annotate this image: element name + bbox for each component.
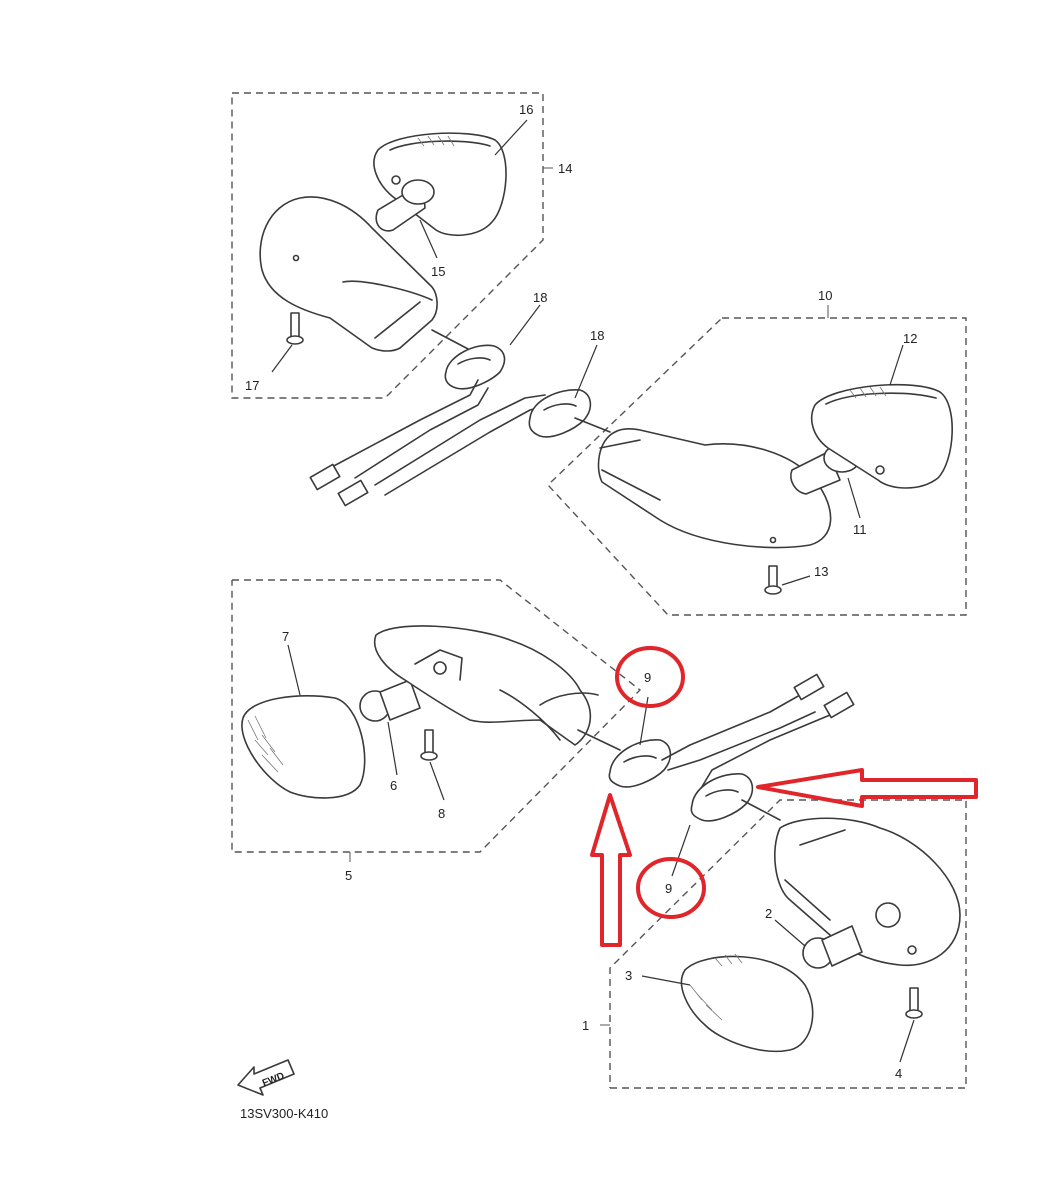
lens-7 [241, 695, 366, 799]
callout-2: 2 [765, 906, 772, 921]
callout-7: 7 [282, 629, 289, 644]
callout-1: 1 [582, 1018, 589, 1033]
callout-18b: 18 [590, 328, 604, 343]
lens-3 [680, 955, 814, 1052]
grommet-9a-group [577, 673, 855, 791]
highlight-circle-9a [615, 646, 685, 708]
assembly-5: 5 7 6 8 [231, 579, 642, 883]
flasher-housing-1 [774, 817, 961, 967]
flasher-housing-10 [597, 427, 832, 549]
connector-mid-2 [823, 691, 855, 719]
callout-15: 15 [431, 264, 445, 279]
highlight-arrow-left [756, 768, 978, 808]
assembly-1-boundary [609, 799, 967, 1089]
callout-10: 10 [818, 288, 832, 303]
callout-14: 14 [558, 161, 572, 176]
assembly-10-boundary [547, 317, 967, 616]
callout-8: 8 [438, 806, 445, 821]
callout-18a: 18 [533, 290, 547, 305]
wire-harness-top [309, 379, 549, 507]
highlight-circle-9b [636, 857, 706, 919]
callout-3: 3 [625, 968, 632, 983]
highlight-marks: 9 9 [590, 646, 978, 947]
callout-16: 16 [519, 102, 533, 117]
callout-12: 12 [903, 331, 917, 346]
screw-13 [768, 565, 778, 589]
callout-9b: 9 [665, 881, 672, 896]
callout-17: 17 [245, 378, 259, 393]
grommet-9a [608, 739, 672, 788]
assembly-14-boundary [231, 92, 544, 399]
flasher-housing-14 [259, 196, 438, 352]
assembly-10: 10 18 12 11 13 [528, 288, 967, 616]
lens-16 [373, 132, 507, 237]
callout-9a: 9 [644, 670, 651, 685]
callout-5: 5 [345, 868, 352, 883]
grommet-9b [690, 773, 754, 822]
assembly-14: 14 16 15 17 18 [231, 92, 572, 399]
connector-mid-1 [793, 673, 825, 701]
screw-8 [424, 729, 434, 755]
connector-top-1 [309, 463, 341, 491]
connector-top-2 [337, 479, 369, 507]
grommet-18a [444, 344, 506, 390]
callout-13: 13 [814, 564, 828, 579]
highlight-arrow-up [590, 793, 632, 947]
callout-6: 6 [390, 778, 397, 793]
assembly-1: 1 2 3 4 [582, 773, 967, 1089]
screw-4 [909, 987, 919, 1013]
callout-11: 11 [853, 522, 867, 537]
fwd-arrow-icon [237, 1059, 295, 1096]
screw-17 [290, 312, 300, 338]
fwd-indicator: FWD [237, 1059, 295, 1096]
part-code: 13SV300-K410 [240, 1106, 328, 1121]
grommet-18b [528, 389, 592, 438]
callout-4: 4 [895, 1066, 902, 1081]
